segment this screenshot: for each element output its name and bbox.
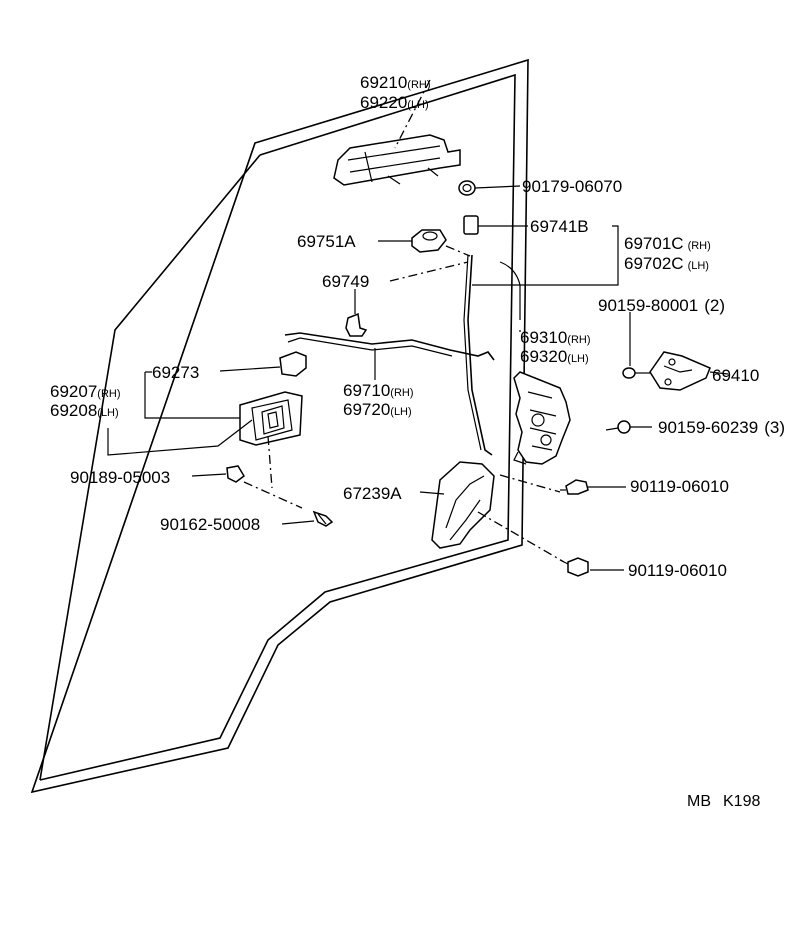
label-90159-60239: 90159-60239(3) [658, 418, 785, 437]
inside-handle-bezel-shape [239, 391, 303, 446]
label-69701c: 69701C(RH) [624, 234, 711, 253]
striker-plate-shape [649, 351, 711, 391]
label-90189-05003: 90189-05003 [70, 468, 170, 487]
label-69210: 69210(RH) [360, 73, 431, 92]
leader-lines [107, 79, 729, 571]
lock-protector-shape [431, 461, 495, 549]
label-69720: 69720(LH) [343, 400, 412, 419]
bolt-90119-lower-shape [559, 557, 589, 577]
label-69273: 69273 [152, 363, 199, 382]
clip-69741b-shape [463, 215, 479, 235]
grommet-shape [458, 180, 476, 196]
label-69310: 69310(RH) [520, 328, 591, 347]
label-69751a: 69751A [297, 232, 356, 251]
label-69220: 69220(LH) [360, 93, 429, 112]
label-69702c: 69702C(LH) [624, 254, 709, 273]
screw-90159-80001-shape [622, 367, 650, 379]
label-90119-06010-upper: 90119-06010 [630, 477, 729, 496]
label-69741b: 69741B [530, 217, 589, 236]
label-67239a: 67239A [343, 484, 402, 503]
screw-90162-shape [312, 510, 334, 527]
lock-knob-shape [411, 229, 447, 253]
label-69710: 69710(RH) [343, 381, 414, 400]
label-90119-06010-lower: 90119-06010 [628, 561, 727, 580]
clamp-69749-shape [345, 312, 368, 337]
clip-69273-shape [279, 351, 307, 377]
door-outline [30, 58, 529, 794]
bolt-90119-upper-shape [560, 479, 589, 495]
label-69749: 69749 [322, 272, 369, 291]
label-90159-80001: 90159-80001(2) [598, 296, 725, 315]
rods [284, 254, 495, 456]
label-69320: 69320(LH) [520, 347, 589, 366]
outside-handle-shape [333, 134, 461, 186]
label-69207: 69207(RH) [50, 382, 121, 401]
screw-90159-60239-shape [605, 420, 631, 434]
label-69410: 69410 [712, 366, 759, 385]
screw-90189-shape [226, 465, 245, 483]
door-lock-assembly-shape [513, 371, 571, 465]
label-90162-50008: 90162-50008 [160, 515, 260, 534]
label-90179-06070: 90179-06070 [522, 177, 622, 196]
label-69208: 69208(LH) [50, 401, 119, 420]
